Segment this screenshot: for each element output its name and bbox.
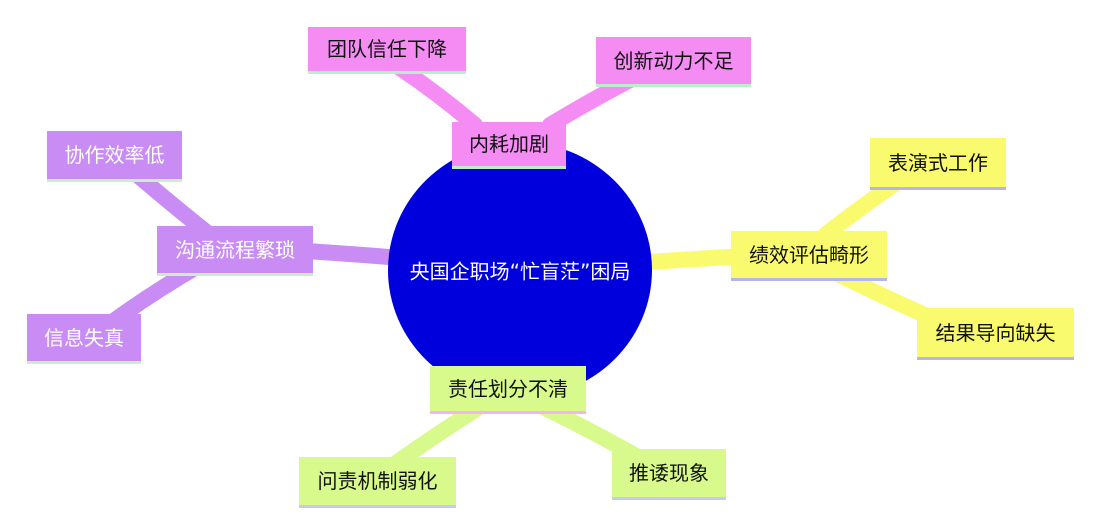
child-collab-efficiency: 协作效率低	[47, 131, 182, 182]
child-team-trust: 团队信任下降	[308, 27, 466, 74]
branch-goutong: 沟通流程繁琐	[157, 226, 313, 276]
center-node-circle	[388, 142, 652, 398]
child-performance-show: 表演式工作	[870, 138, 1006, 190]
center-node-label: 央国企职场“忙盲茫”困局	[409, 259, 631, 284]
child-info-distortion: 信息失真	[27, 314, 141, 364]
child-accountability: 问责机制弱化	[299, 457, 456, 508]
branch-zeren: 责任划分不清	[430, 366, 586, 414]
branch-jixiao: 绩效评估畸形	[731, 231, 887, 281]
branch-neihao: 内耗加剧	[452, 122, 566, 169]
child-shirk: 推诿现象	[612, 449, 726, 500]
child-result-oriented: 结果导向缺失	[917, 308, 1074, 360]
link-neihao-trust	[392, 60, 483, 133]
child-innovation: 创新动力不足	[596, 37, 751, 87]
